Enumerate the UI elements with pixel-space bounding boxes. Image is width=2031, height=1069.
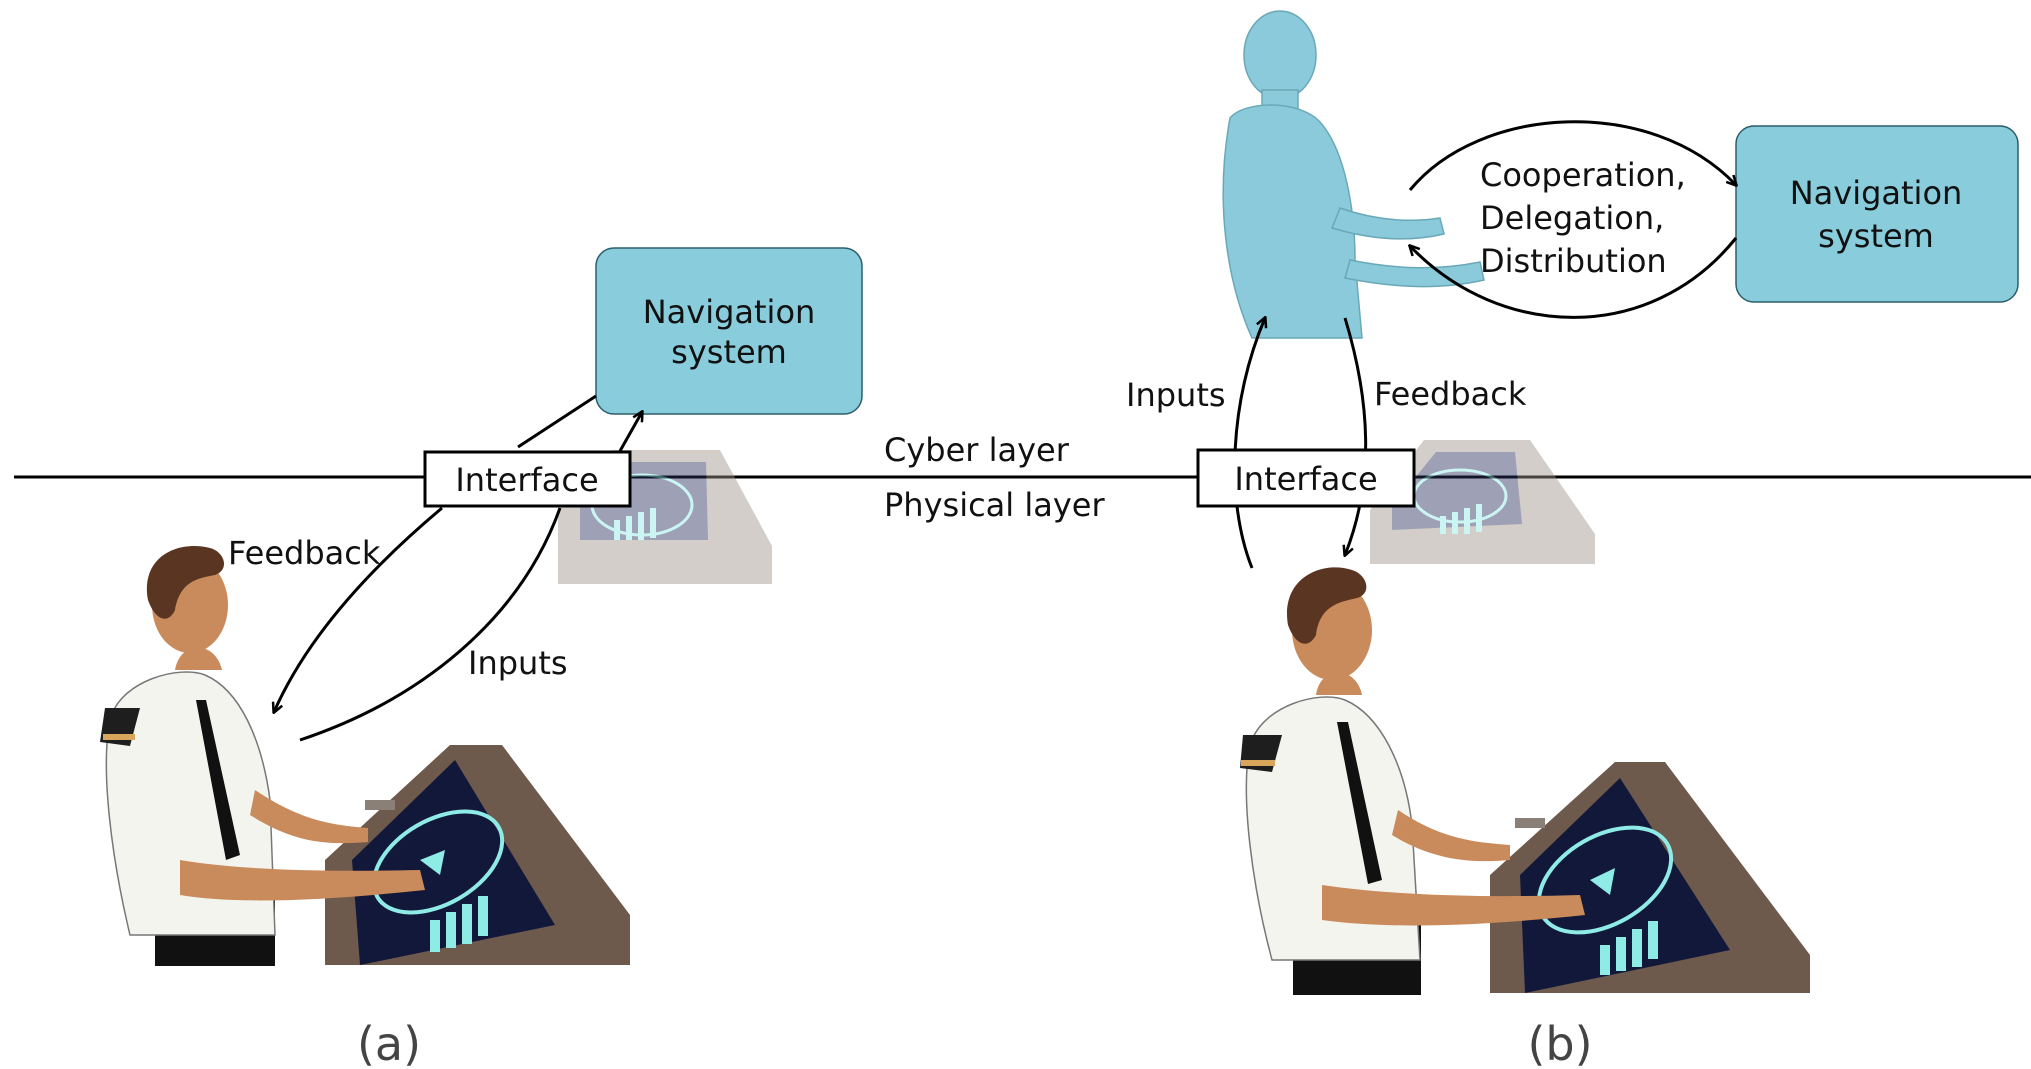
feedback-arrow-a xyxy=(274,506,443,712)
digital-twin-operator xyxy=(1222,10,1485,339)
cooperation-arrow-top xyxy=(1408,120,1736,191)
navigation-system-box-a: Navigation system xyxy=(595,247,863,415)
navigation-system-label-b-line2: system xyxy=(1818,217,1934,255)
panel-b: Navigation system Cooperation, Delegatio… xyxy=(1126,10,2019,1069)
ghost-console-b xyxy=(1370,440,1595,564)
physical-layer-label: Physical layer xyxy=(884,486,1105,524)
inputs-arrow-b xyxy=(1233,318,1265,569)
feedback-label-a: Feedback xyxy=(228,534,381,572)
inputs-label-a: Inputs xyxy=(468,644,568,682)
operator-person-b xyxy=(1240,567,1585,995)
inputs-label-b: Inputs xyxy=(1126,376,1226,414)
relation-label-line1: Cooperation, xyxy=(1480,156,1686,194)
interface-label-b: Interface xyxy=(1234,460,1377,498)
interface-box-a: Interface xyxy=(423,450,632,508)
feedback-label-b: Feedback xyxy=(1374,375,1527,413)
interface-box-b: Interface xyxy=(1196,448,1416,508)
interface-to-nav-line-a xyxy=(517,394,597,449)
interface-to-nav-arrow-a xyxy=(618,412,642,452)
operator-at-console-a xyxy=(100,545,630,966)
operator-at-console-b xyxy=(1240,567,1810,995)
operator-person-a xyxy=(100,545,425,966)
navigation-system-label-b-line1: Navigation xyxy=(1790,174,1963,212)
relation-label-line2: Delegation, xyxy=(1480,199,1664,237)
panel-a: Navigation system Interface Feedback Inp… xyxy=(100,247,863,1069)
navigation-system-label-a-line2: system xyxy=(671,333,787,371)
console-b xyxy=(1490,762,1810,993)
inputs-arrow-a xyxy=(299,507,562,742)
cooperation-arrow-bottom xyxy=(1410,237,1738,319)
cyber-layer-label: Cyber layer xyxy=(884,431,1070,469)
navigation-system-label-a-line1: Navigation xyxy=(643,293,816,331)
feedback-arrow-b xyxy=(1345,317,1368,555)
relation-label-line3: Distribution xyxy=(1480,242,1667,280)
interface-label-a: Interface xyxy=(455,461,598,499)
navigation-system-box-b: Navigation system xyxy=(1735,125,2019,303)
console-a xyxy=(325,745,630,965)
caption-b: (b) xyxy=(1527,1017,1592,1069)
caption-a: (a) xyxy=(357,1017,421,1069)
